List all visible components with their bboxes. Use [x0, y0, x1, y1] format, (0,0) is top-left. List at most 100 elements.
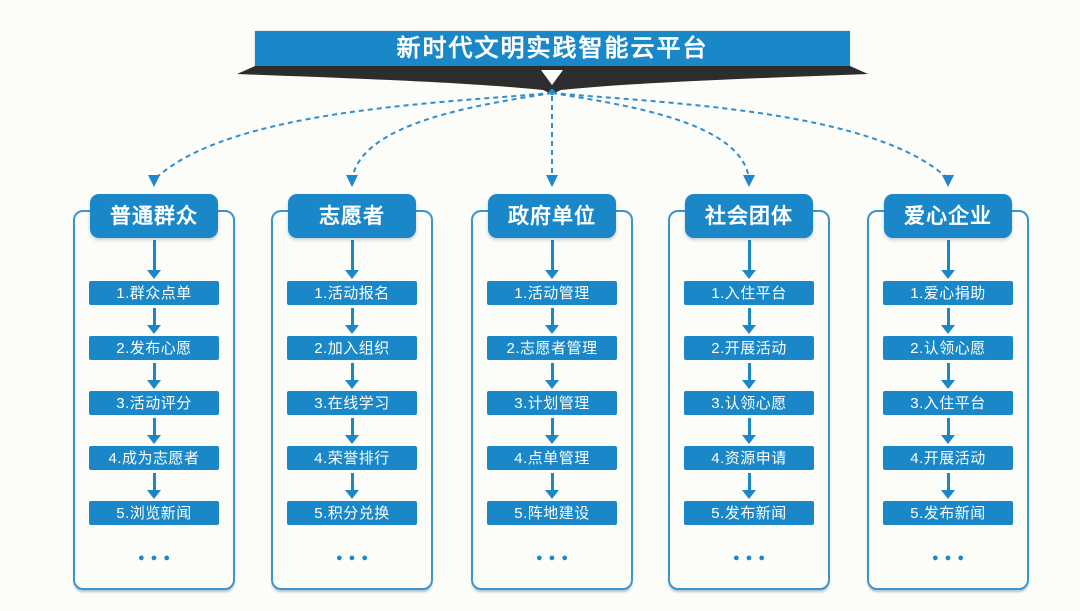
step-label: 5.积分兑换	[314, 504, 390, 522]
role-header-label: 社会团体	[705, 204, 793, 228]
step-box: 4.开展活动	[883, 446, 1013, 470]
step-box: 3.认领心愿	[684, 391, 814, 415]
step-label: 3.入住平台	[910, 394, 986, 412]
step-label: 1.爱心捐助	[910, 284, 986, 302]
step-label: 2.加入组织	[314, 339, 390, 357]
step-label: 1.群众点单	[116, 284, 192, 302]
step-label: 5.发布新闻	[711, 504, 787, 522]
arrow-down-icon	[742, 470, 756, 501]
step-box: 2.发布心愿	[89, 336, 219, 360]
more-dots: ●●●	[138, 552, 176, 564]
step-box: 4.点单管理	[487, 446, 617, 470]
role-header: 志愿者	[288, 194, 416, 238]
arrow-down-icon	[147, 415, 161, 446]
step-label: 1.活动报名	[314, 284, 390, 302]
platform-title: 新时代文明实践智能云平台	[396, 34, 709, 62]
step-label: 5.阵地建设	[514, 504, 590, 522]
role-column: 社会团体 1.入住平台 2.开展活动 3.认领心愿 4.资源申请 5.发布新闻 ●●●	[668, 194, 830, 590]
arrow-down-icon	[742, 236, 756, 281]
more-dots: ●●●	[536, 552, 574, 564]
arrow-down-icon	[345, 305, 359, 336]
platform-title-banner: 新时代文明实践智能云平台	[255, 31, 850, 66]
step-label: 4.点单管理	[514, 449, 590, 467]
step-box: 2.认领心愿	[883, 336, 1013, 360]
step-label: 3.认领心愿	[711, 394, 787, 412]
more-dots: ●●●	[733, 552, 771, 564]
arrow-down-icon	[147, 236, 161, 281]
step-label: 4.开展活动	[910, 449, 986, 467]
step-box: 4.荣誉排行	[287, 446, 417, 470]
step-label: 4.资源申请	[711, 449, 787, 467]
step-box: 1.爱心捐助	[883, 281, 1013, 305]
step-box: 3.活动评分	[89, 391, 219, 415]
more-dots: ●●●	[932, 552, 970, 564]
arrow-down-icon	[147, 470, 161, 501]
step-box: 4.资源申请	[684, 446, 814, 470]
role-header-label: 爱心企业	[904, 204, 992, 228]
step-label: 2.志愿者管理	[506, 339, 598, 357]
arrow-down-icon	[742, 360, 756, 391]
step-box: 1.群众点单	[89, 281, 219, 305]
role-column: 普通群众 1.群众点单 2.发布心愿 3.活动评分 4.成为志愿者 5.浏览新闻 ●●●	[73, 194, 235, 590]
arrow-down-icon	[545, 305, 559, 336]
step-label: 1.入住平台	[711, 284, 787, 302]
arrow-down-icon	[742, 305, 756, 336]
step-box: 3.入住平台	[883, 391, 1013, 415]
arrow-down-icon	[545, 470, 559, 501]
role-header: 政府单位	[488, 194, 616, 238]
step-label: 2.认领心愿	[910, 339, 986, 357]
step-box: 3.计划管理	[487, 391, 617, 415]
step-label: 3.活动评分	[116, 394, 192, 412]
step-box: 5.发布新闻	[684, 501, 814, 525]
step-box: 4.成为志愿者	[89, 446, 219, 470]
step-list: 1.活动管理 2.志愿者管理 3.计划管理 4.点单管理 5.阵地建设	[487, 281, 617, 525]
role-header: 社会团体	[685, 194, 813, 238]
step-label: 2.开展活动	[711, 339, 787, 357]
step-box: 5.浏览新闻	[89, 501, 219, 525]
step-box: 2.志愿者管理	[487, 336, 617, 360]
step-box: 2.开展活动	[684, 336, 814, 360]
step-box: 3.在线学习	[287, 391, 417, 415]
step-list: 1.入住平台 2.开展活动 3.认领心愿 4.资源申请 5.发布新闻	[684, 281, 814, 525]
step-label: 3.在线学习	[314, 394, 390, 412]
step-label: 5.浏览新闻	[116, 504, 192, 522]
step-box: 5.阵地建设	[487, 501, 617, 525]
role-header: 爱心企业	[884, 194, 1012, 238]
step-list: 1.活动报名 2.加入组织 3.在线学习 4.荣誉排行 5.积分兑换	[287, 281, 417, 525]
arrow-down-icon	[941, 470, 955, 501]
arrow-down-icon	[345, 415, 359, 446]
role-column: 爱心企业 1.爱心捐助 2.认领心愿 3.入住平台 4.开展活动 5.发布新闻 ●●●	[867, 194, 1029, 590]
step-list: 1.群众点单 2.发布心愿 3.活动评分 4.成为志愿者 5.浏览新闻	[89, 281, 219, 525]
role-column: 政府单位 1.活动管理 2.志愿者管理 3.计划管理 4.点单管理 5.阵地建设 ●●●	[471, 194, 633, 590]
step-label: 5.发布新闻	[910, 504, 986, 522]
step-box: 1.入住平台	[684, 281, 814, 305]
arrow-down-icon	[545, 415, 559, 446]
more-dots: ●●●	[336, 552, 374, 564]
step-label: 4.成为志愿者	[108, 449, 200, 467]
role-header-label: 政府单位	[508, 204, 596, 228]
arrow-down-icon	[941, 236, 955, 281]
step-label: 2.发布心愿	[116, 339, 192, 357]
step-box: 2.加入组织	[287, 336, 417, 360]
arrow-down-icon	[147, 305, 161, 336]
step-label: 3.计划管理	[514, 394, 590, 412]
role-column: 志愿者 1.活动报名 2.加入组织 3.在线学习 4.荣誉排行 5.积分兑换 ●●●	[271, 194, 433, 590]
step-box: 5.发布新闻	[883, 501, 1013, 525]
step-label: 4.荣誉排行	[314, 449, 390, 467]
step-box: 1.活动管理	[487, 281, 617, 305]
arrow-down-icon	[742, 415, 756, 446]
step-box: 5.积分兑换	[287, 501, 417, 525]
step-label: 1.活动管理	[514, 284, 590, 302]
arrow-down-icon	[941, 415, 955, 446]
arrow-down-icon	[345, 360, 359, 391]
arrow-down-icon	[147, 360, 161, 391]
arrow-down-icon	[345, 470, 359, 501]
role-header-label: 志愿者	[319, 204, 385, 228]
role-header-label: 普通群众	[110, 204, 198, 228]
role-header: 普通群众	[90, 194, 218, 238]
step-box: 1.活动报名	[287, 281, 417, 305]
arrow-down-icon	[545, 360, 559, 391]
step-list: 1.爱心捐助 2.认领心愿 3.入住平台 4.开展活动 5.发布新闻	[883, 281, 1013, 525]
